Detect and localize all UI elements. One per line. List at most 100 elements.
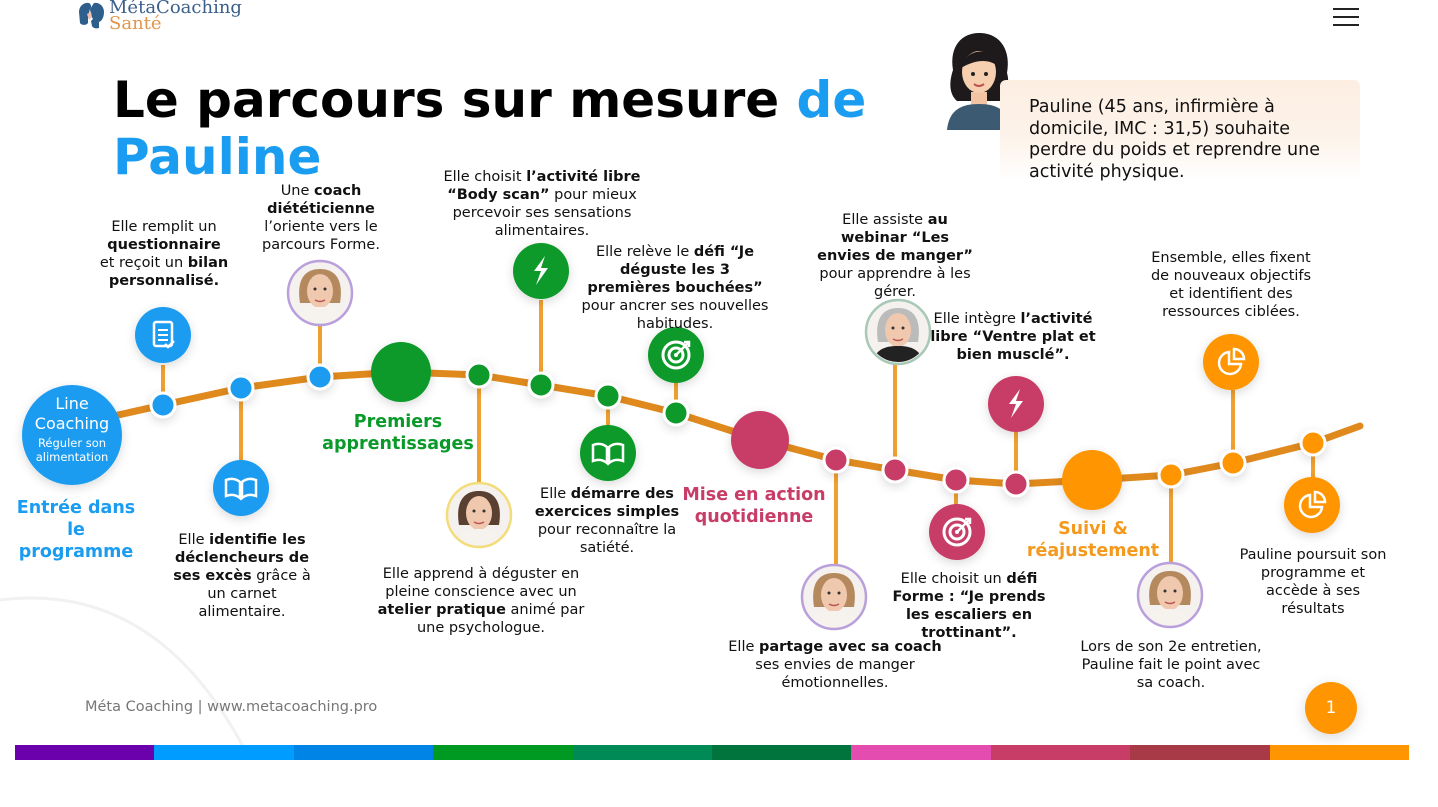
lightning-icon[interactable] xyxy=(513,243,569,299)
text-bold: au webinar “Les envies de manger” xyxy=(817,212,973,264)
text-segment: Elle apprend à déguster en pleine consci… xyxy=(382,566,580,600)
phase-node-premiers[interactable] xyxy=(371,342,431,402)
step-text-defi-forme: Elle choisit un défi Forme : “Je prends … xyxy=(884,570,1054,642)
step-text-objectifs: Ensemble, elles fixent de nouveaux objec… xyxy=(1144,249,1319,321)
color-bar-segment xyxy=(851,745,991,760)
decorative-arc xyxy=(0,596,252,761)
logo-heads-icon xyxy=(79,2,104,29)
step-text-atelier: Elle apprend à déguster en pleine consci… xyxy=(374,565,589,637)
start-subtitle: Réguler son alimentation xyxy=(35,436,109,464)
text-segment: Une xyxy=(280,183,315,199)
step-text-ventre-plat: Elle intègre l’activité libre “Ventre pl… xyxy=(928,310,1098,364)
text-bold: l’activité libre “Ventre plat et bien mu… xyxy=(930,311,1096,363)
color-bar xyxy=(15,745,1410,760)
expert-photo[interactable] xyxy=(864,298,932,366)
text-segment: Elle choisit un xyxy=(900,571,1007,587)
text-bold: bilan personnalisé. xyxy=(108,255,229,289)
text-segment: Elle choisit xyxy=(443,169,527,185)
step-text-webinar: Elle assiste au webinar “Les envies de m… xyxy=(813,211,978,301)
start-node-circle[interactable] xyxy=(22,385,122,485)
phase-label-entree: Entrée dans le programme xyxy=(16,498,136,562)
pauline-avatar-icon xyxy=(947,32,1011,130)
color-bar-segment xyxy=(1130,745,1270,760)
timeline-dot[interactable] xyxy=(527,371,555,399)
color-bar-segment xyxy=(154,745,294,760)
timeline-dot[interactable] xyxy=(465,361,493,389)
text-segment: Elle assiste xyxy=(842,212,928,228)
step-text-resultats: Pauline poursuit son programme et accède… xyxy=(1233,546,1393,618)
phase-label-suivi: Suivi & réajustement xyxy=(1026,519,1160,561)
text-bold: défi “Je déguste les 3 premières bouchée… xyxy=(587,244,763,296)
text-bold: démarre des exercices simples xyxy=(534,486,680,520)
phase-node-mise-en-action[interactable] xyxy=(731,411,789,469)
timeline-dot[interactable] xyxy=(227,374,255,402)
page-number[interactable]: 1 xyxy=(1305,682,1357,734)
target-icon[interactable] xyxy=(648,327,704,383)
text-segment: Elle relève le xyxy=(595,244,694,260)
timeline-dot[interactable] xyxy=(1002,470,1030,498)
color-bar-segment xyxy=(572,745,713,760)
text-segment: pour reconnaître la satiété. xyxy=(537,522,677,556)
text-segment: pour mieux percevoir ses sensations alim… xyxy=(452,187,637,239)
step-text-entretien: Lors de son 2e entretien, Pauline fait l… xyxy=(1076,638,1266,692)
timeline-dot[interactable] xyxy=(594,382,622,410)
text-segment: Elle intègre xyxy=(933,311,1021,327)
timeline-dot[interactable] xyxy=(662,399,690,427)
step-text-body-scan: Elle choisit l’activité libre “Body scan… xyxy=(437,168,647,240)
book-icon[interactable] xyxy=(580,425,636,481)
step-text-questionnaire: Elle remplit un questionnaire et reçoit … xyxy=(99,218,229,290)
text-segment: et reçoit un xyxy=(99,255,188,271)
step-text-defi-bouchees: Elle relève le défi “Je déguste les 3 pr… xyxy=(580,243,770,333)
text-segment: Pauline poursuit son programme et accède… xyxy=(1239,547,1387,617)
title-main: Le parcours sur mesure xyxy=(113,71,797,129)
logo-line1: MétaCoaching xyxy=(109,0,242,18)
book-icon[interactable] xyxy=(213,460,269,516)
color-bar-segment xyxy=(433,745,573,760)
phase-node-suivi[interactable] xyxy=(1062,450,1122,510)
timeline-dot[interactable] xyxy=(306,363,334,391)
clipboard-icon[interactable] xyxy=(135,307,191,363)
phase-label-premiers: Premiers apprentissages xyxy=(322,412,474,454)
text-segment: pour apprendre à les gérer. xyxy=(819,266,971,300)
timeline-dot[interactable] xyxy=(881,456,909,484)
start-title: Line Coaching xyxy=(34,394,110,433)
lightning-icon[interactable] xyxy=(988,376,1044,432)
text-bold: coach diététicienne xyxy=(267,183,375,217)
persona-card xyxy=(1000,80,1360,180)
timeline-dot[interactable] xyxy=(1299,429,1327,457)
text-bold: partage avec sa coach xyxy=(759,639,942,655)
text-bold: identifie les déclencheurs de ses excès xyxy=(173,532,310,584)
hamburger-icon[interactable] xyxy=(1333,8,1359,26)
timeline-dot[interactable] xyxy=(1157,461,1185,489)
step-text-partage: Elle partage avec sa coach ses envies de… xyxy=(720,638,950,692)
step-text-coach: Une coach diététicienne l’oriente vers l… xyxy=(256,182,386,254)
target-icon[interactable] xyxy=(929,504,985,560)
text-segment: l’oriente vers le parcours Forme. xyxy=(262,219,380,253)
timeline-dot[interactable] xyxy=(149,391,177,419)
text-segment: Elle remplit un xyxy=(111,219,217,235)
text-segment: grâce à un carnet alimentaire. xyxy=(198,568,311,620)
color-bar-segment xyxy=(293,745,434,760)
logo[interactable]: MétaCoaching Santé xyxy=(75,0,242,33)
text-bold: l’activité libre “Body scan” xyxy=(447,169,641,203)
text-segment: pour ancrer ses nouvelles habitudes. xyxy=(581,298,769,332)
timeline-dot[interactable] xyxy=(1219,449,1247,477)
footer-text[interactable]: Méta Coaching | www.metacoaching.pro xyxy=(85,699,378,715)
step-text-exercices: Elle démarre des exercices simples pour … xyxy=(532,485,682,557)
coach-photo[interactable] xyxy=(286,259,354,327)
coach-photo[interactable] xyxy=(1136,561,1204,629)
text-segment: ses envies de manger émotionnelles. xyxy=(755,657,915,691)
text-segment: Elle xyxy=(178,532,210,548)
text-bold: atelier pratique xyxy=(377,602,506,618)
chart-icon[interactable] xyxy=(1203,334,1259,390)
start-node[interactable]: Line Coaching Réguler son alimentation xyxy=(22,386,122,486)
coach-photo[interactable] xyxy=(800,563,868,631)
text-segment: Lors de son 2e entretien, Pauline fait l… xyxy=(1080,639,1262,691)
timeline-dot[interactable] xyxy=(822,446,850,474)
color-bar-segment xyxy=(15,745,155,760)
timeline-dot[interactable] xyxy=(942,466,970,494)
color-bar-segment xyxy=(712,745,852,760)
persona-text: Pauline (45 ans, infirmière à domicile, … xyxy=(1029,97,1320,182)
psychologist-photo[interactable] xyxy=(445,481,513,549)
chart-icon[interactable] xyxy=(1284,477,1340,533)
